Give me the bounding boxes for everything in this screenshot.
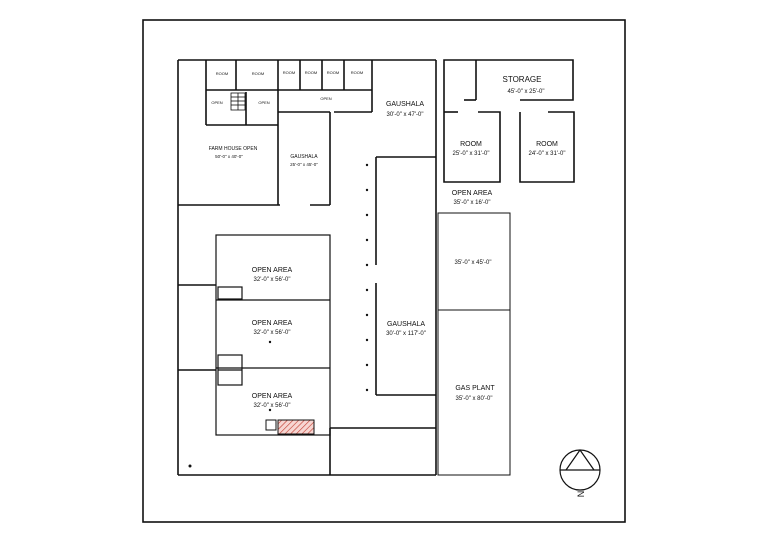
gaushala-top-label: GAUSHALA bbox=[386, 101, 424, 108]
farmhouse-dim: 50'-0" x 40'-0" bbox=[215, 154, 243, 159]
gaushala-main-dim: 30'-0" x 117'-0" bbox=[386, 331, 426, 337]
room-2-label: ROOM bbox=[536, 141, 558, 148]
gaushala-top-dim: 30'-0" x 47'-0" bbox=[387, 112, 424, 118]
small-room-label: ROOM bbox=[216, 71, 228, 76]
room-1-dim: 25'-0" x 31'-0" bbox=[453, 151, 490, 157]
open-area-right-label: OPEN AREA bbox=[452, 190, 493, 197]
room-labels: STORAGE 45'-0" x 25'-0" GAUSHALA 30'-0" … bbox=[209, 70, 566, 409]
open-block-right-dim: 35'-0" x 45'-0" bbox=[455, 260, 492, 266]
small-room-label: ROOM bbox=[305, 70, 317, 75]
open-area-3-label: OPEN AREA bbox=[252, 393, 293, 400]
gaushala-small-label: GAUSHALA bbox=[290, 154, 318, 160]
room-2-dim: 24'-0" x 31'-0" bbox=[529, 151, 566, 157]
farmhouse-label: FARM HOUSE OPEN bbox=[209, 146, 258, 152]
north-label: N bbox=[576, 491, 586, 498]
small-room-label: ROOM bbox=[351, 70, 363, 75]
gas-plant-dim: 35'-0" x 80'-0" bbox=[456, 396, 493, 402]
open-area-2-label: OPEN AREA bbox=[252, 320, 293, 327]
open-area-blocks bbox=[215, 234, 331, 436]
north-arrow-icon bbox=[559, 449, 601, 491]
hatched-fixture bbox=[277, 419, 315, 435]
small-room-label: ROOM bbox=[327, 70, 339, 75]
open-area-3-dim: 32'-0" x 56'-0" bbox=[254, 403, 291, 409]
site-boundary bbox=[142, 19, 626, 523]
small-room-label: ROOM bbox=[252, 71, 264, 76]
small-open-label: OPEN bbox=[320, 96, 331, 101]
fixture-box bbox=[265, 419, 277, 431]
room-1-label: ROOM bbox=[460, 141, 482, 148]
open-area-1-label: OPEN AREA bbox=[252, 267, 293, 274]
building-walls bbox=[177, 59, 437, 476]
right-open-blocks bbox=[437, 212, 511, 476]
gaushala-main-label: GAUSHALA bbox=[387, 321, 425, 328]
stair-icon bbox=[230, 92, 246, 111]
right-blocks bbox=[443, 59, 575, 183]
open-area-2-dim: 32'-0" x 56'-0" bbox=[254, 330, 291, 336]
open-area-1-dim: 32'-0" x 56'-0" bbox=[254, 277, 291, 283]
storage-label: STORAGE bbox=[503, 75, 542, 84]
open-area-right-dim: 35'-0" x 16'-0" bbox=[454, 200, 491, 206]
gaushala-small-dim: 25'-0" x 45'-0" bbox=[290, 162, 318, 167]
gas-plant-label: GAS PLANT bbox=[455, 385, 495, 392]
markers bbox=[188, 163, 369, 468]
small-open-label: OPEN bbox=[258, 100, 269, 105]
small-room-label: ROOM bbox=[283, 70, 295, 75]
small-open-label: OPEN bbox=[211, 100, 222, 105]
storage-dim: 45'-0" x 25'-0" bbox=[508, 89, 545, 95]
